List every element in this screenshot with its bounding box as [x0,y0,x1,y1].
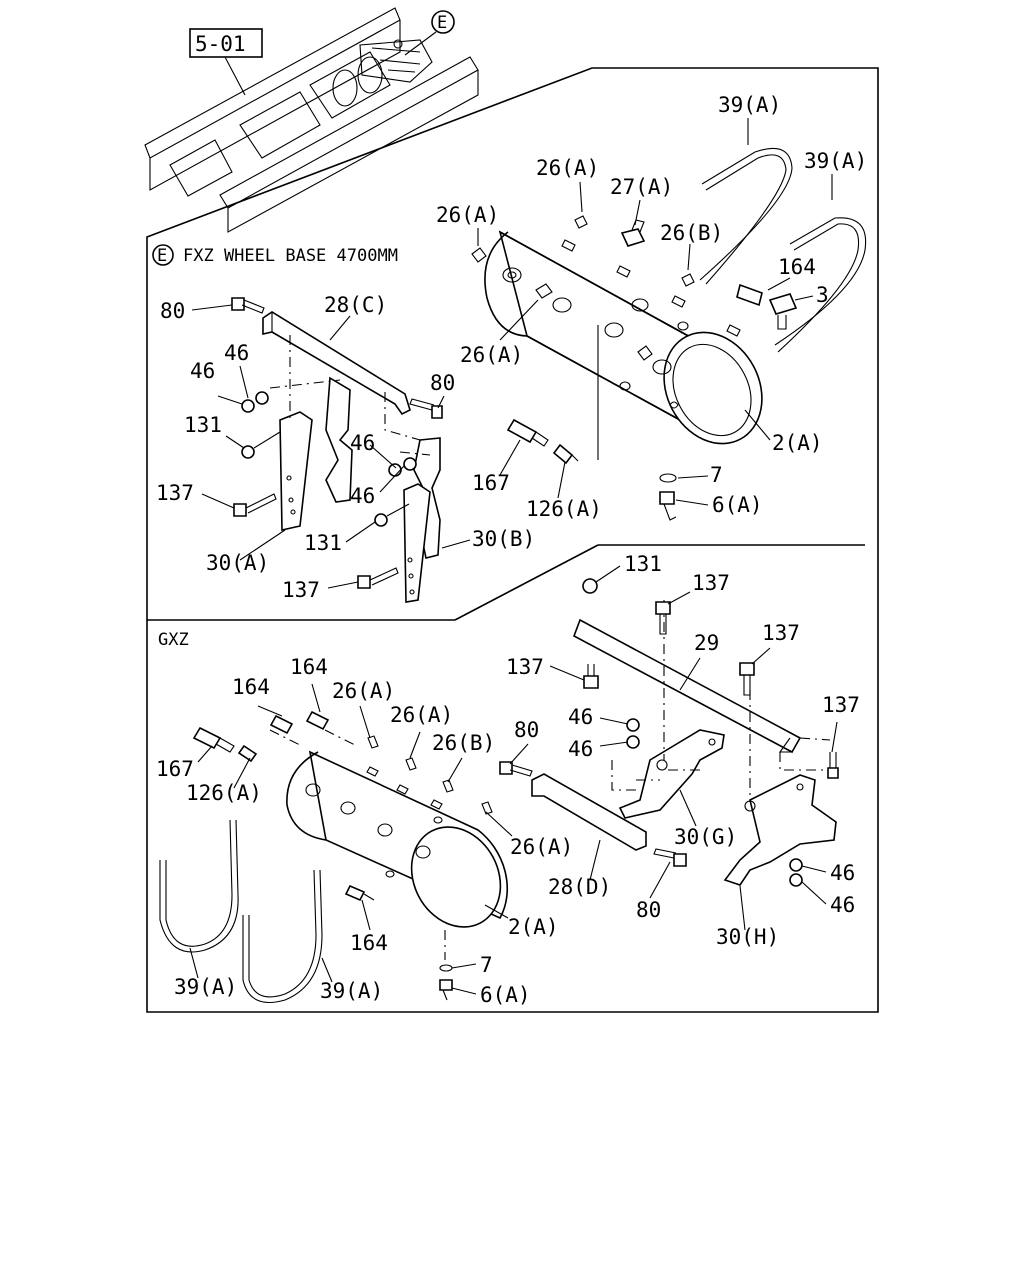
callout: 137 [822,693,860,717]
callout: 80 [514,718,539,742]
view-marker-circle [431,10,455,34]
view-marker-label: E [437,13,447,33]
callout: 164 [232,675,270,699]
callout: 167 [156,757,194,781]
callout: 26(A) [436,203,499,227]
callout: 80 [160,299,185,323]
callout: 6(A) [480,983,531,1007]
fxz-brackets [262,311,441,603]
section-marker-label: E [157,246,167,266]
callout: 28(C) [324,293,387,317]
callout: 167 [472,471,510,495]
callout: 131 [184,413,222,437]
callout: 7 [480,953,493,977]
callout: 39(A) [320,979,383,1003]
callout: 26(A) [460,343,523,367]
gxz-fasteners [499,578,839,887]
callout: 137 [506,655,544,679]
callout: 137 [762,621,800,645]
callout: 26(A) [332,679,395,703]
callout: 6(A) [712,493,763,517]
callout: 39(A) [174,975,237,999]
section-marker-circle [152,244,174,266]
reference-label: 5-01 [195,32,246,56]
fxz-hoses [699,147,867,353]
callout: 26(A) [536,156,599,180]
callout: 126(A) [526,497,602,521]
callout: 46 [830,893,855,917]
fxz-air-tank [484,230,763,445]
callout: 131 [304,531,342,555]
callout: 164 [350,931,388,955]
callout: 27(A) [610,175,673,199]
callout: 80 [636,898,661,922]
gxz-air-tank [286,750,509,960]
callout: 46 [190,359,215,383]
callout: 2(A) [508,915,559,939]
callout: 46 [350,431,375,455]
callout: 39(A) [718,93,781,117]
callout: 3 [816,283,829,307]
fxz-callouts: 39(A) 39(A) 26(A) 27(A) 26(A) 26(B) 164 … [156,93,867,602]
main-frame [146,67,879,1013]
gxz-section-title: GXZ [158,630,189,650]
gxz-hoses [159,819,323,1004]
callout: 39(A) [804,149,867,173]
callout: 7 [710,463,723,487]
callout: 26(B) [660,221,723,245]
callout: 164 [778,255,816,279]
callout: 46 [350,484,375,508]
callout: 30(A) [206,551,269,575]
callout: 80 [430,371,455,395]
callout: 46 [224,341,249,365]
callout: 30(B) [472,527,535,551]
callout: 131 [624,552,662,576]
callout: 137 [692,571,730,595]
chassis-overview [144,7,479,233]
callout: 164 [290,655,328,679]
gxz-callouts: 131 137 137 29 137 164 164 26(A) 80 137 … [156,552,860,1007]
callout: 46 [568,705,593,729]
callout: 126(A) [186,781,262,805]
callout: 46 [830,861,855,885]
fxz-section-title: FXZ WHEEL BASE 4700MM [183,246,398,266]
callout: 137 [156,481,194,505]
gxz-leaders [189,565,838,995]
gxz-crossmember [573,618,831,771]
fxz-fasteners [231,297,443,589]
callout: 137 [282,578,320,602]
callout: 26(B) [432,731,495,755]
callout: 26(A) [510,835,573,859]
fxz-leaders [191,118,833,589]
callout: 2(A) [772,431,823,455]
section-divider-diagonal [454,544,599,621]
callout: 46 [568,737,593,761]
gxz-fittings [192,710,493,1001]
callout: 28(D) [548,875,611,899]
callout: 30(G) [674,825,737,849]
reference-box[interactable] [189,28,263,58]
gxz-brackets [531,600,837,886]
callout: 30(H) [716,925,779,949]
callout: 29 [694,631,719,655]
fxz-fittings [471,215,798,521]
callout: 26(A) [390,703,453,727]
